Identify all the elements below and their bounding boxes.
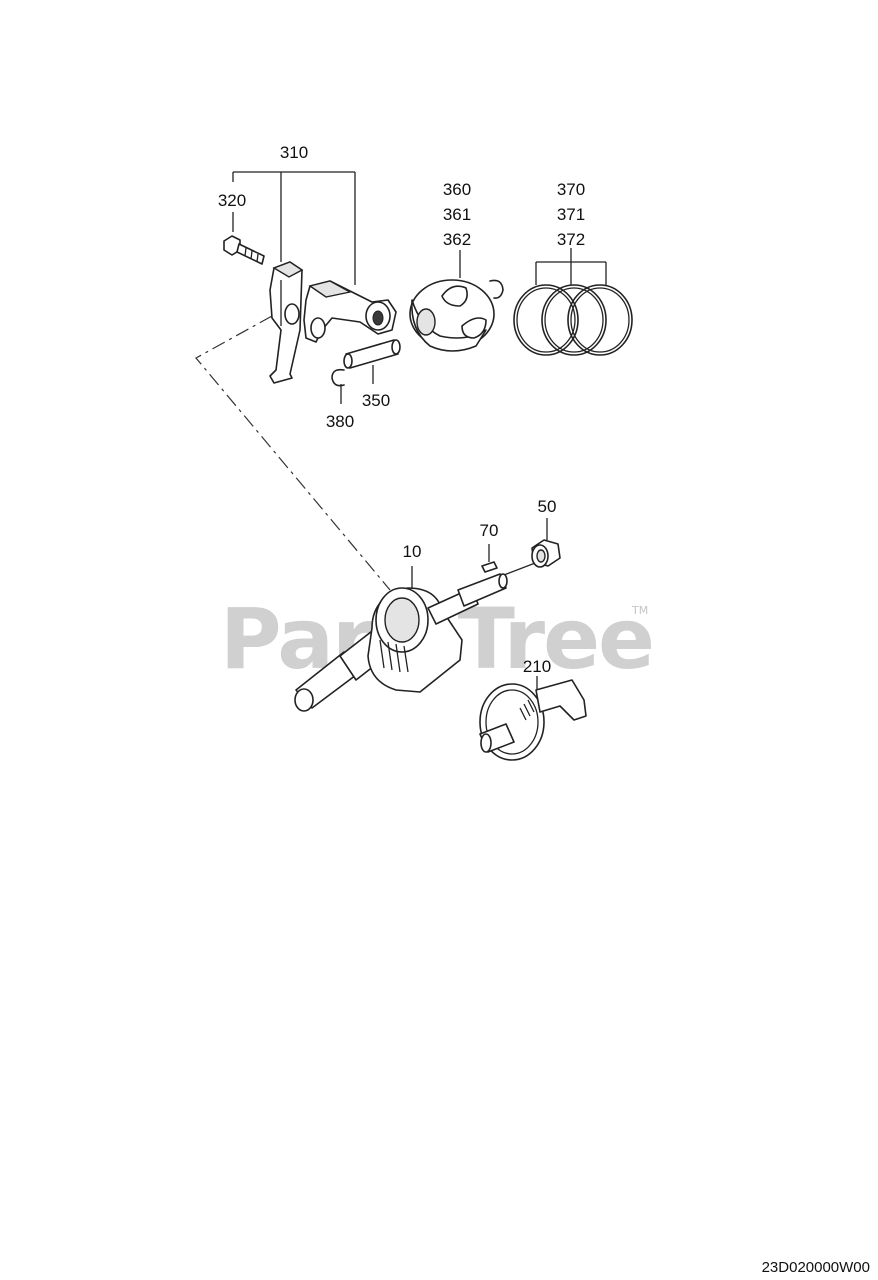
callout-361: 361 [443, 205, 471, 224]
assembly-dash-line [195, 315, 391, 591]
callout-210: 210 [523, 657, 551, 676]
callout-370: 370 [557, 180, 585, 199]
piston-icon [409, 279, 495, 352]
callout-labels: 310 320 360 361 362 370 371 372 350 380 … [218, 143, 585, 676]
crankshaft-icon [294, 573, 508, 712]
camshaft-icon [479, 679, 587, 761]
callout-70: 70 [480, 521, 499, 540]
retaining-clip-icon [331, 368, 345, 387]
callout-360: 360 [443, 180, 471, 199]
piston-pin-icon [343, 339, 401, 369]
callout-380: 380 [326, 412, 354, 431]
connecting-rod-icon [303, 280, 397, 343]
retaining-clip-icon [489, 279, 504, 299]
callout-320: 320 [218, 191, 246, 210]
diagram-code: 23D020000W00 [761, 1259, 870, 1276]
callout-371: 371 [557, 205, 585, 224]
callout-50: 50 [538, 497, 557, 516]
flange-nut-icon [531, 539, 561, 568]
piston-ring-icon [513, 284, 633, 356]
connecting-rod-cap-icon [269, 261, 304, 384]
callout-362: 362 [443, 230, 471, 249]
watermark-trademark: TM [631, 604, 648, 617]
key-icon [481, 561, 498, 573]
callout-10: 10 [403, 542, 422, 561]
callout-310: 310 [280, 143, 308, 162]
bolt-icon [223, 235, 265, 265]
callout-372: 372 [557, 230, 585, 249]
callout-350: 350 [362, 391, 390, 410]
